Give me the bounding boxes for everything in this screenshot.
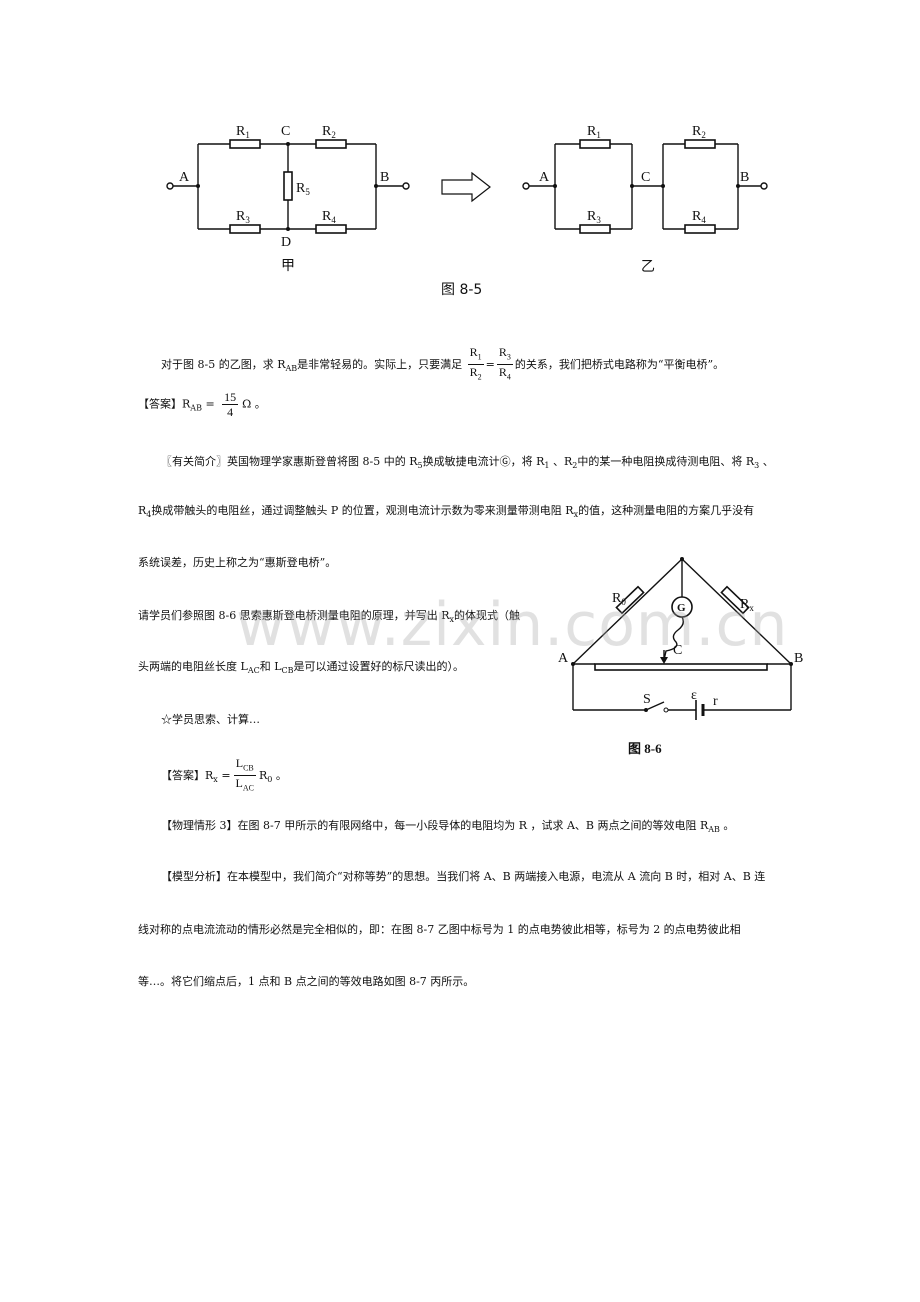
figure-8-6: R0 Rx G A B C S ε r 图 8-6	[558, 557, 803, 756]
right-r4-label: R4	[692, 209, 706, 225]
node-c-label: C	[281, 124, 290, 139]
paragraph-model-line2: 线对称的点电流流动的情形必然是完全相似的，即：在图 8-7 乙图中标号为 1 的…	[138, 923, 741, 936]
node-b-label-86: B	[794, 651, 803, 666]
node-a-label-86: A	[558, 651, 569, 666]
r2-label: R2	[322, 124, 336, 140]
galvanometer-label: G	[677, 602, 686, 614]
paragraph-situation-3: 【物理情形 3】在图 8-7 甲所示的有限网络中，每一小段导体的电阻均为 R ，…	[161, 819, 735, 835]
paragraph-intro-line2: R4换成带触头的电阻丝，通过调整触头 P 的位置，观测电流计示数为零来测量带测电…	[138, 504, 755, 520]
paragraph-intro-line3: 系统误差，历史上称之为“惠斯登电桥”。	[138, 556, 337, 569]
right-r3-label: R3	[587, 209, 601, 225]
node-b-label: B	[380, 170, 389, 185]
figure-8-5-caption: 图 8-5	[441, 282, 483, 298]
rx-label: Rx	[740, 597, 754, 613]
switch-s-label: S	[643, 692, 651, 707]
contact-c-label: C	[673, 643, 682, 658]
paragraph-task-line2: 头两端的电阻丝长度 LAC和 LCB是可以通过设置好的标尺读出的）。	[138, 660, 465, 676]
r0-label: R0	[612, 591, 626, 607]
emf-label: ε	[691, 688, 697, 703]
node-d-label: D	[281, 235, 291, 250]
watermark: www.zixin.com.cn	[236, 590, 789, 660]
paragraph-model-line3: 等…。将它们缩点后，1 点和 B 点之间的等效电路如图 8-7 丙所示。	[138, 975, 475, 988]
right-node-b-label: B	[740, 170, 749, 185]
right-r2-label: R2	[692, 124, 706, 140]
r4-label: R4	[322, 209, 336, 225]
right-node-a-label: A	[539, 170, 550, 185]
paragraph-intro-line1: 〖有关简介〗英国物理学家惠斯登曾将图 8-5 中的 R5换成敏捷电流计Ⓖ，将 R…	[161, 455, 774, 471]
right-node-c-label: C	[641, 170, 650, 185]
paragraph-think: ☆学员思索、计算…	[161, 713, 260, 726]
r1-label: R1	[236, 124, 250, 140]
figure-8-5: A B C D R1 R2 R3 R4 R5 A C B R1 R2 R3 R4	[166, 124, 768, 250]
right-caption: 乙	[641, 259, 655, 275]
node-a-label: A	[179, 170, 190, 185]
paragraph-model-line1: 【模型分析】在本模型中，我们简介“对称等势”的思想。当我们将 A、B 两端接入电…	[161, 870, 766, 883]
r5-label: R5	[296, 181, 310, 197]
paragraph-task-line1: 请学员们参照图 8-6 思索惠斯登电桥测量电阻的原理，并写出 Rx的体现式（触	[138, 609, 520, 625]
figure-8-6-caption: 图 8-6	[628, 741, 662, 756]
right-r1-label: R1	[587, 124, 601, 140]
r3-label: R3	[236, 209, 250, 225]
left-caption: 甲	[281, 258, 295, 274]
internal-r-label: r	[713, 694, 718, 709]
